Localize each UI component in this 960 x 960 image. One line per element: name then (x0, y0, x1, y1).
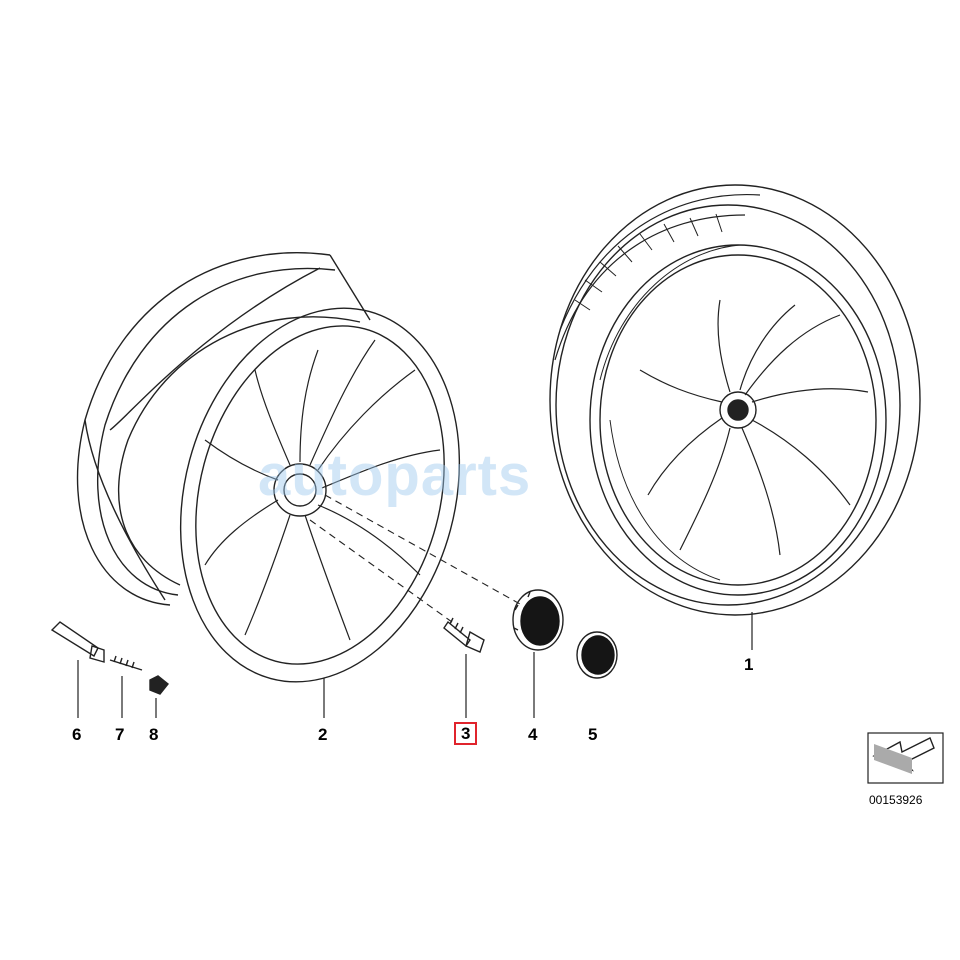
callout-2: 2 (318, 725, 328, 744)
callout-3-highlighted: 3 (454, 722, 478, 745)
callout-1: 1 (744, 655, 754, 674)
valve-insert-icon (109, 655, 143, 671)
wheel-spokes (639, 299, 869, 556)
leader-lines (77, 612, 753, 718)
complete-wheel-with-tyre (549, 184, 921, 616)
alloy-rim (76, 252, 461, 683)
callout-7: 7 (115, 725, 125, 744)
direction-arrow-icon (867, 732, 944, 784)
wheel-bolt-icon (443, 617, 485, 653)
callout-5: 5 (588, 725, 598, 744)
valve-stem-icon (50, 621, 105, 663)
callout-8: 8 (149, 725, 159, 744)
callout-6: 6 (72, 725, 82, 744)
valve-cap-icon (149, 675, 169, 695)
hub-cap-icon (512, 589, 564, 651)
callout-4: 4 (528, 725, 538, 744)
rim-spokes (204, 339, 441, 641)
assembly-lines (309, 494, 521, 623)
emblem-icon (576, 631, 618, 679)
diagram-code: 00153926 (869, 793, 923, 807)
watermark: autoparts (258, 443, 532, 508)
